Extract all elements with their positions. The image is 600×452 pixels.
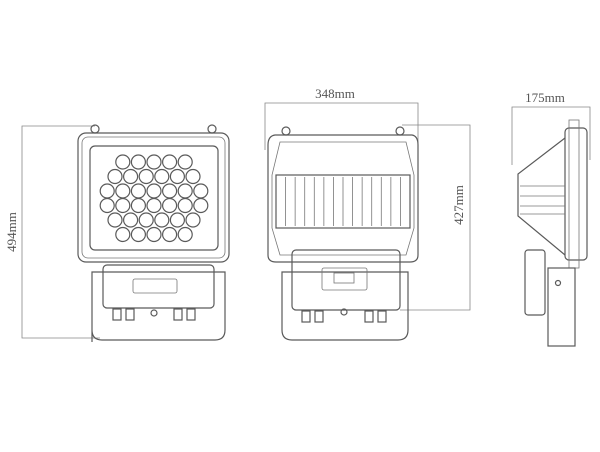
heat-sink-fins [285, 177, 401, 226]
led-lens [107, 212, 123, 228]
led-lens [177, 183, 193, 199]
label-plate [132, 278, 178, 294]
led-lens [162, 183, 178, 199]
front-frame-inner [81, 136, 226, 259]
led-lens [162, 226, 178, 243]
side-fins [520, 185, 565, 215]
junction-box [291, 249, 401, 311]
led-lens [169, 212, 185, 228]
led-array [99, 154, 209, 243]
housing-contour [271, 141, 415, 256]
led-lens [193, 183, 209, 199]
lifting-eye [207, 124, 217, 134]
led-lens [130, 226, 146, 243]
dimension-label-427: 427mm [451, 185, 466, 225]
dimension-line-348 [264, 102, 419, 150]
lifting-eye [90, 124, 100, 134]
display-window [333, 272, 355, 284]
back-housing [267, 134, 419, 263]
led-lens [130, 183, 146, 199]
led-lens [99, 183, 115, 199]
led-lens [154, 212, 170, 228]
junction-box [102, 264, 215, 309]
led-lens [185, 212, 201, 228]
led-lens [185, 168, 201, 185]
bracket-bolt [554, 279, 562, 287]
dimension-label-494: 494mm [4, 212, 19, 252]
side-junction-box [524, 249, 546, 316]
lifting-eye [395, 126, 405, 136]
led-lens [115, 197, 131, 214]
cable-glands [112, 308, 196, 321]
front-frame [77, 132, 230, 263]
back-view: 348mm 427mm [264, 86, 471, 341]
heat-sink [275, 174, 411, 229]
led-lens [107, 168, 123, 185]
led-lens [146, 154, 162, 170]
front-face [564, 127, 588, 261]
frame-edge [568, 119, 580, 269]
led-lens [123, 168, 139, 185]
led-lens [177, 197, 193, 214]
led-lens [177, 154, 193, 170]
dimension-line-494 [21, 125, 100, 339]
led-lens [138, 212, 154, 228]
cable-glands [301, 308, 387, 323]
led-lens [99, 197, 115, 214]
side-housing [517, 137, 566, 256]
lifting-eye [281, 126, 291, 136]
led-lens [123, 212, 139, 228]
mounting-bracket [91, 271, 226, 342]
dimension-label-175: 175mm [525, 90, 565, 105]
led-lens [162, 197, 178, 214]
mounting-bracket [281, 271, 409, 341]
front-view: 494mm [4, 124, 230, 342]
led-lens [146, 183, 162, 199]
led-lens [115, 154, 131, 170]
side-view: 175mm [511, 90, 591, 347]
led-lens [146, 197, 162, 214]
dimension-line-427 [400, 124, 471, 311]
dimension-label-348: 348mm [315, 86, 355, 101]
led-lens [115, 183, 131, 199]
dimension-line-175 [511, 106, 591, 165]
led-lens [146, 226, 162, 243]
led-lens [177, 226, 193, 243]
led-lens [130, 154, 146, 170]
control-panel [321, 267, 368, 291]
led-lens [115, 226, 131, 243]
led-lens [162, 154, 178, 170]
led-lens [193, 197, 209, 214]
side-bracket [547, 267, 576, 347]
led-lens [138, 168, 154, 185]
led-lens [169, 168, 185, 185]
lens-panel [89, 145, 219, 251]
led-lens [154, 168, 170, 185]
led-lens [130, 197, 146, 214]
